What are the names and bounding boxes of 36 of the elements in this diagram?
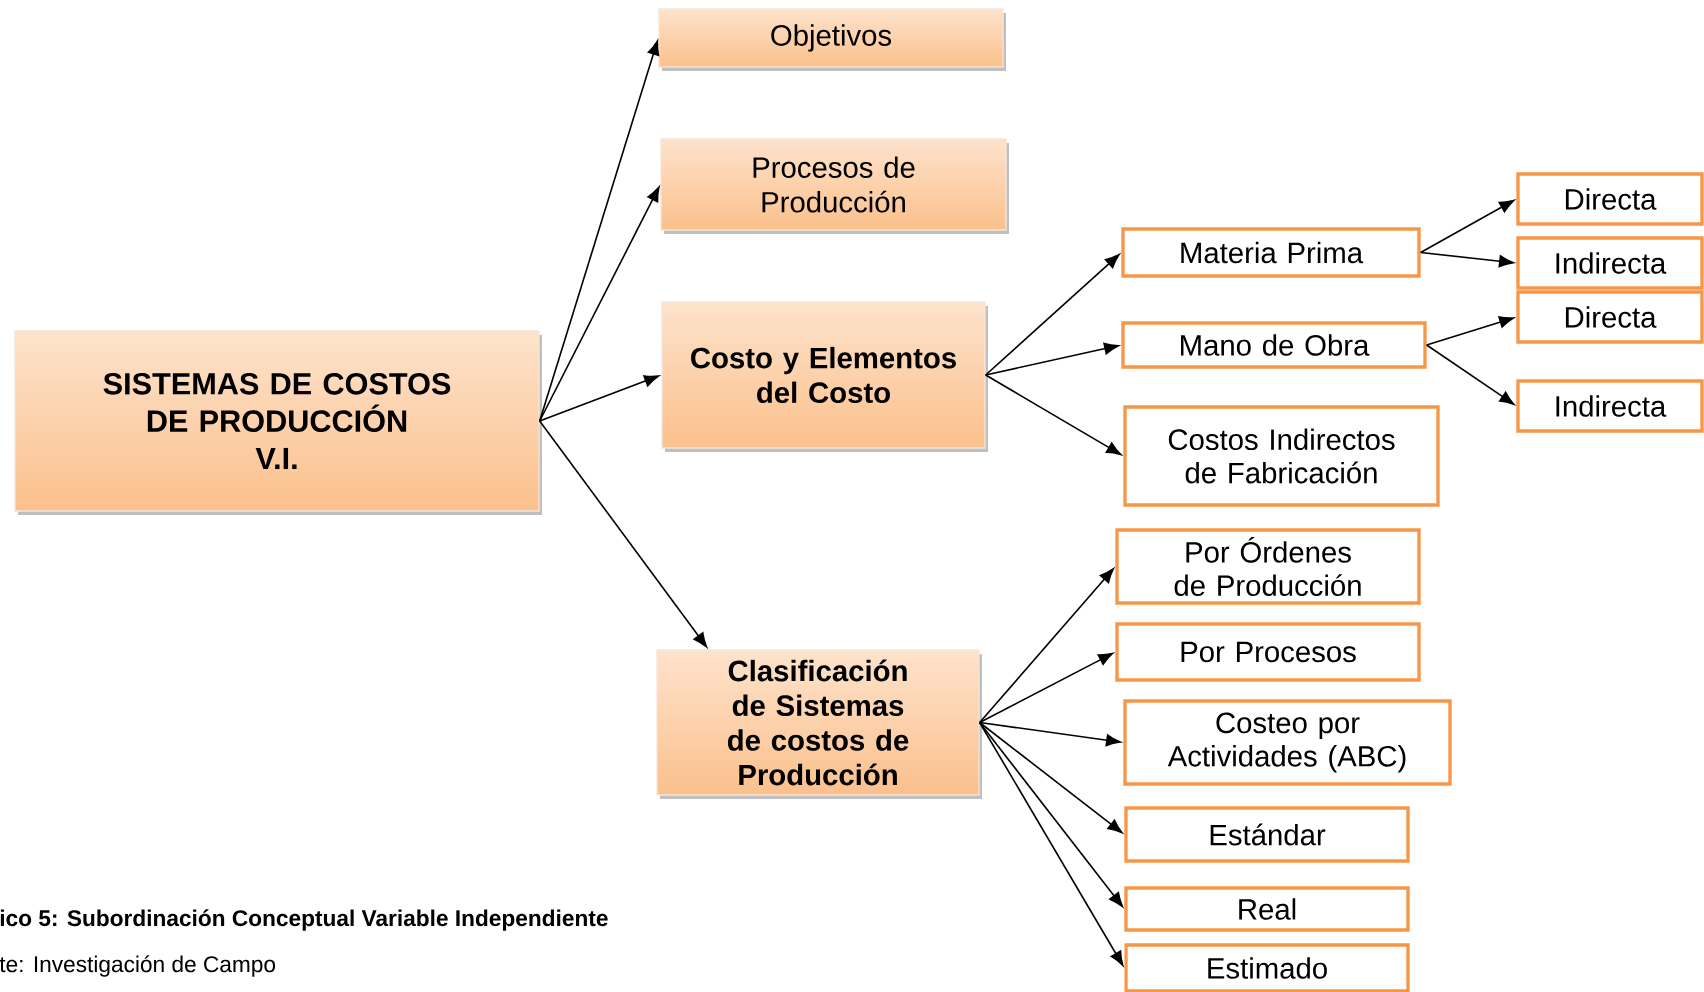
category-box: Mano de Obra: [1121, 321, 1427, 369]
arrow: [984, 253, 1120, 376]
process-box: Objetivos: [658, 8, 1004, 68]
process-box: Costo y Elementos del Costo: [661, 301, 986, 449]
arrow: [1425, 316, 1515, 346]
arrow: [538, 186, 660, 422]
category-box: Costeo por Actividades (ABC): [1123, 699, 1452, 786]
category-box: Costos Indirectos de Fabricación: [1123, 405, 1440, 507]
category-box: Indirecta: [1516, 379, 1704, 433]
category-box: Estándar: [1124, 806, 1410, 863]
category-box: Materia Prima: [1121, 227, 1421, 278]
arrow: [978, 721, 1123, 834]
arrow: [1425, 344, 1515, 405]
process-box: Clasificación de Sistemas de costos de Producción: [656, 649, 980, 796]
category-box: Por Procesos: [1115, 622, 1421, 682]
arrow: [538, 40, 660, 422]
category-box: Indirecta: [1516, 236, 1704, 290]
category-box: Directa: [1516, 290, 1704, 344]
process-box: SISTEMAS DE COSTOS DE PRODUCCIÓN V.I.: [14, 330, 540, 512]
category-box: Real: [1124, 886, 1410, 932]
arrow: [984, 342, 1119, 376]
arrow: [1419, 199, 1515, 254]
arrow: [978, 721, 1121, 747]
arrow: [984, 374, 1122, 456]
caption-title: ico 5: Subordinación Conceptual Variable Independiente: [0, 909, 608, 931]
arrow: [978, 652, 1114, 724]
arrow: [538, 375, 660, 422]
arrow: [978, 568, 1114, 724]
arrow: [538, 420, 708, 648]
source-note: te: Investigación de Campo: [0, 955, 276, 977]
category-box: Por Órdenes de Producción: [1115, 528, 1421, 605]
process-box: Procesos de Producción: [660, 138, 1007, 231]
arrow: [978, 721, 1124, 966]
arrow: [1419, 251, 1514, 268]
category-box: Directa: [1516, 172, 1704, 226]
category-box: Estimado: [1124, 943, 1410, 992]
